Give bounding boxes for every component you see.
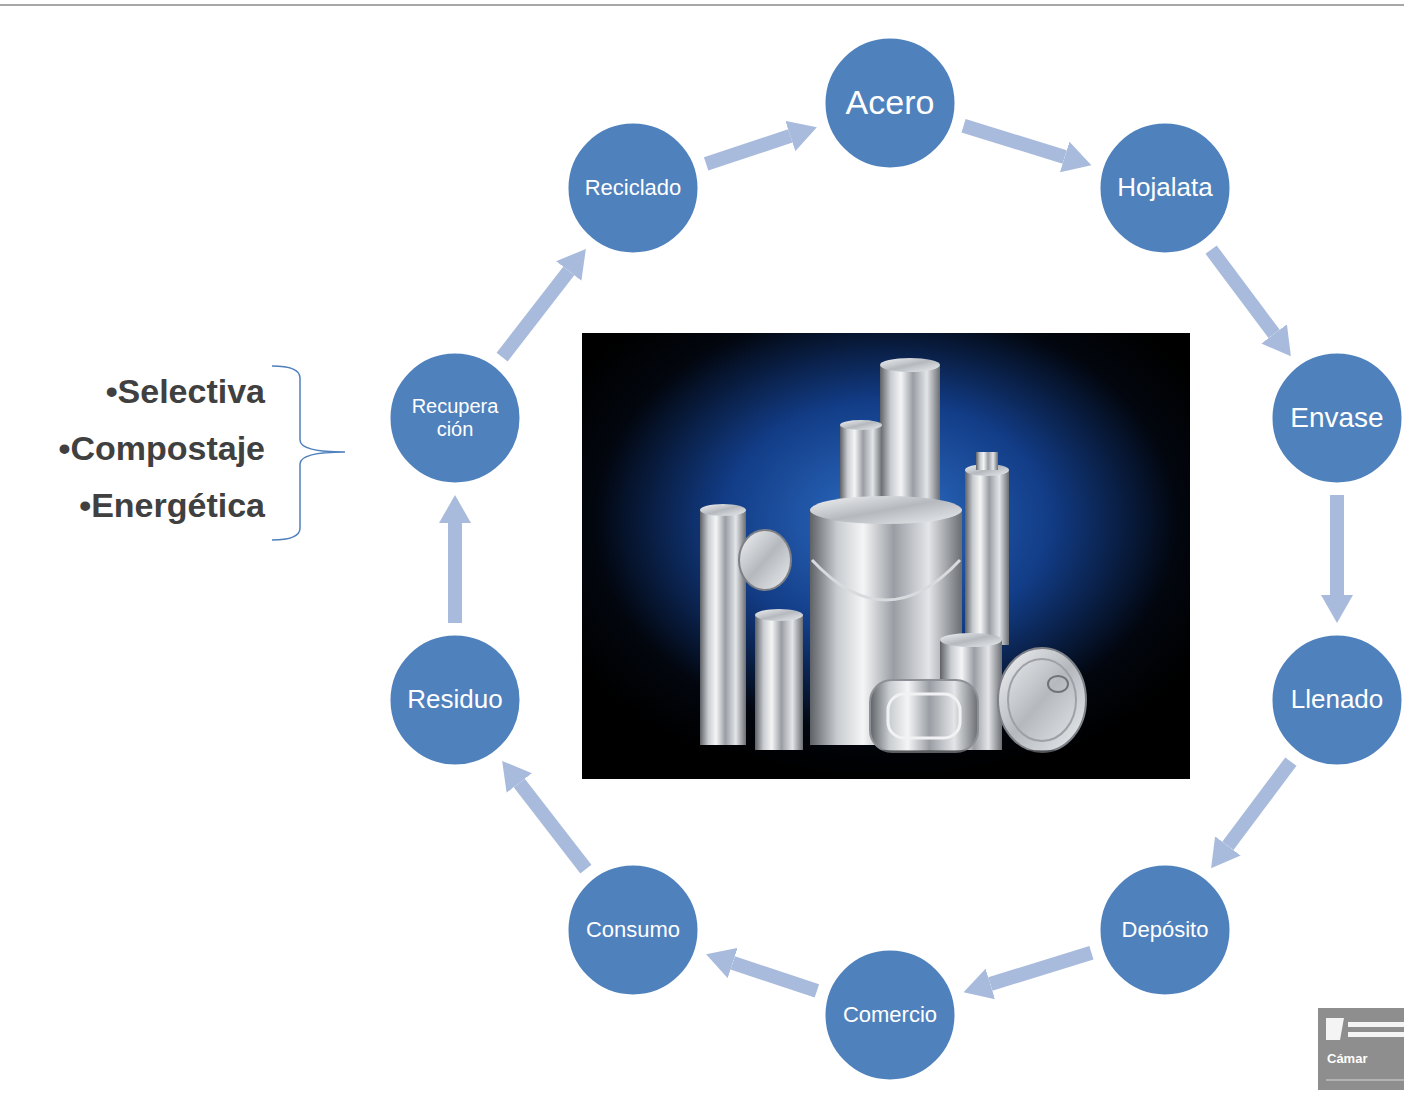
node-label: Depósito [1122,917,1209,942]
flow-arrow [502,271,569,357]
bracket [272,366,345,540]
process-circle: Reciclado [566,121,700,255]
node-label: Comercio [843,1002,937,1027]
node-label: Envase [1290,402,1383,434]
list-item: •Energética [79,486,265,525]
flow-arrow [706,136,790,164]
flow-arrow [733,963,817,991]
flow-arrow [990,953,1091,984]
list-item: •Selectiva [106,372,265,411]
connectors [455,126,1337,991]
process-circle: Comercio [823,948,957,1082]
flow-arrow [1228,762,1291,846]
flow-arrow [1211,250,1274,334]
flow-arrow [1330,495,1344,595]
flow-arrow [964,126,1065,157]
logo-text: Cámar [1327,1052,1367,1067]
flow-arrow [519,783,586,869]
node-label: Residuo [407,685,502,715]
logo [1318,1008,1404,1090]
cans-photo [582,333,1190,779]
flow-arrow [448,523,462,623]
process-circle: Envase [1270,351,1404,485]
process-circle: Depósito [1098,863,1232,997]
list-item: •Compostaje [59,429,266,468]
process-circle: Consumo [566,863,700,997]
node-label: Acero [846,83,935,122]
node-label: Recupera ción [404,395,506,441]
process-circle: Residuo [388,633,522,767]
process-circle: Hojalata [1098,121,1232,255]
process-circle: Acero [823,36,957,170]
node-label: Llenado [1291,685,1384,715]
top-rule [0,4,1404,6]
node-label: Hojalata [1117,173,1212,203]
node-label: Reciclado [585,175,682,200]
node-label: Consumo [586,917,680,942]
process-circle: Llenado [1270,633,1404,767]
process-circle: Recupera ción [388,351,522,485]
